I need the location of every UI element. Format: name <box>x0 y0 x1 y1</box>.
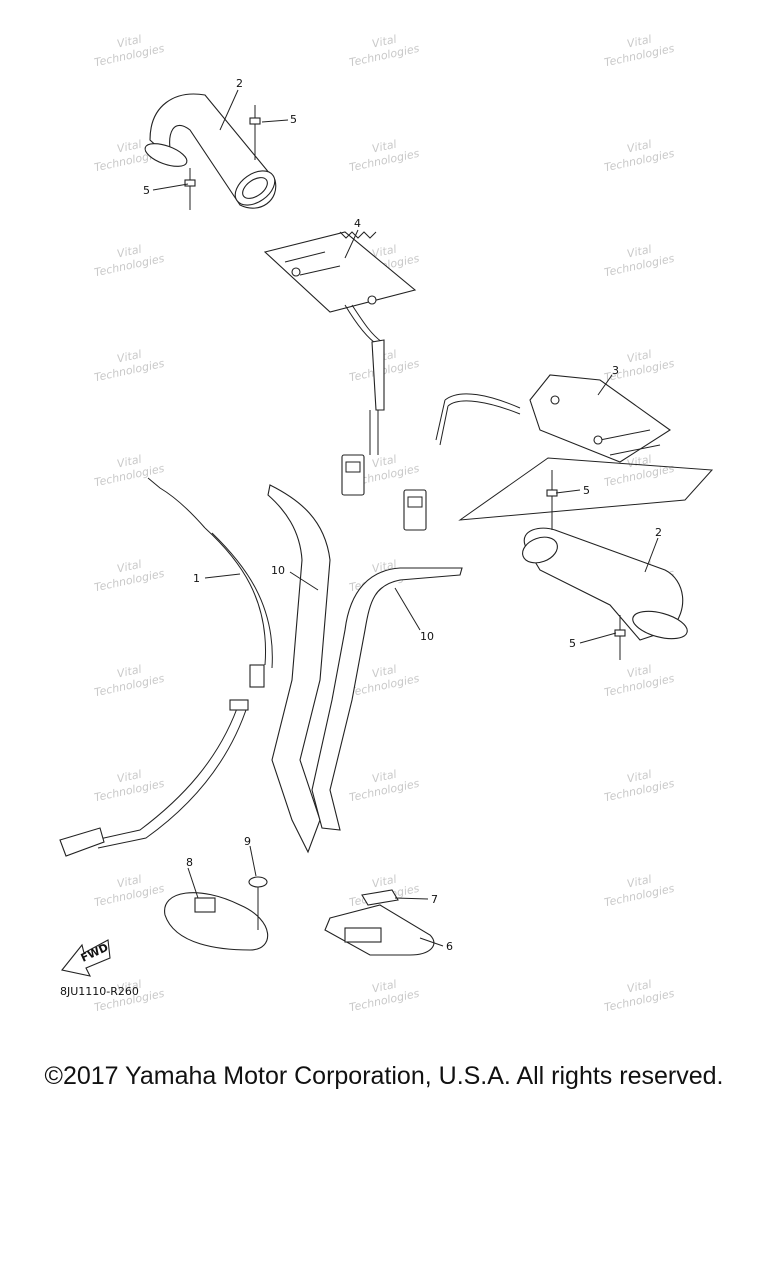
callout-9: 9 <box>244 835 251 848</box>
callout-10-left: 10 <box>271 564 285 577</box>
watermark-line1: Vital <box>116 978 143 996</box>
callout-7: 7 <box>431 893 438 906</box>
callout-2-right: 2 <box>655 526 662 539</box>
watermark-line1: Vital <box>626 978 653 996</box>
watermark-line1: Vital <box>626 663 653 681</box>
watermark-line1: Vital <box>116 663 143 681</box>
rivet-right-1 <box>546 470 558 530</box>
watermark-line1: Vital <box>626 33 653 51</box>
switch-housing <box>324 904 435 956</box>
hose-left <box>267 484 331 854</box>
leader-lines <box>152 89 659 947</box>
grip-right <box>522 527 688 641</box>
callout-5-upper-left: 5 <box>143 184 150 197</box>
watermark-line1: Vital <box>371 138 398 156</box>
exploded-view-drawing: VitalTechnologiesVitalTechnologiesVitalT… <box>59 33 714 1015</box>
watermark-line1: Vital <box>116 348 143 366</box>
watermark-line1: Vital <box>626 453 653 471</box>
callout-5-upper-right: 5 <box>290 113 297 126</box>
watermark-line1: Vital <box>371 453 398 471</box>
figure-code: 8JU1110-R260 <box>60 985 139 998</box>
watermark-line1: Vital <box>116 453 143 471</box>
watermark-line1: Vital <box>116 138 143 156</box>
callout-1: 1 <box>193 572 200 585</box>
grip-upper-left <box>144 93 277 209</box>
callout-4: 4 <box>354 217 361 230</box>
watermark-layer: VitalTechnologiesVitalTechnologiesVitalT… <box>93 33 676 1015</box>
fwd-arrow: FWD <box>61 939 111 977</box>
hand-guard <box>164 892 269 951</box>
watermark-line1: Vital <box>116 558 143 576</box>
pad <box>361 889 399 906</box>
rivet-upper-2 <box>184 168 196 210</box>
watermark-line1: Vital <box>116 768 143 786</box>
watermark-line1: Vital <box>626 348 653 366</box>
callout-5-right-lower: 5 <box>569 637 576 650</box>
callout-10-right: 10 <box>420 630 434 643</box>
watermark-line1: Vital <box>371 663 398 681</box>
rivet-upper-1 <box>249 105 261 160</box>
callout-3: 3 <box>612 364 619 377</box>
callout-6: 6 <box>446 940 453 953</box>
watermark-line1: Vital <box>371 33 398 51</box>
watermark-line1: Vital <box>116 33 143 51</box>
watermark-line1: Vital <box>371 243 398 261</box>
callout-2-upper: 2 <box>236 77 243 90</box>
watermark-line1: Vital <box>371 873 398 891</box>
rivet-right-2 <box>614 615 626 660</box>
watermark-line1: Vital <box>626 768 653 786</box>
heater-plane-outline <box>458 457 714 521</box>
watermark-line1: Vital <box>116 873 143 891</box>
watermark-line1: Vital <box>371 978 398 996</box>
watermark-line1: Vital <box>626 138 653 156</box>
watermark-line1: Vital <box>626 873 653 891</box>
watermark-line1: Vital <box>626 243 653 261</box>
grip-heater-right <box>403 374 671 531</box>
copyright-notice: ©2017 Yamaha Motor Corporation, U.S.A. A… <box>44 1062 724 1090</box>
grip-heater-upper <box>263 231 417 496</box>
watermark-line1: Vital <box>371 768 398 786</box>
watermark-line1: Vital <box>116 243 143 261</box>
callout-5-right-upper: 5 <box>583 484 590 497</box>
hose-right <box>311 567 463 831</box>
throttle-cable <box>59 477 273 857</box>
callout-8: 8 <box>186 856 193 869</box>
screw <box>248 876 268 930</box>
